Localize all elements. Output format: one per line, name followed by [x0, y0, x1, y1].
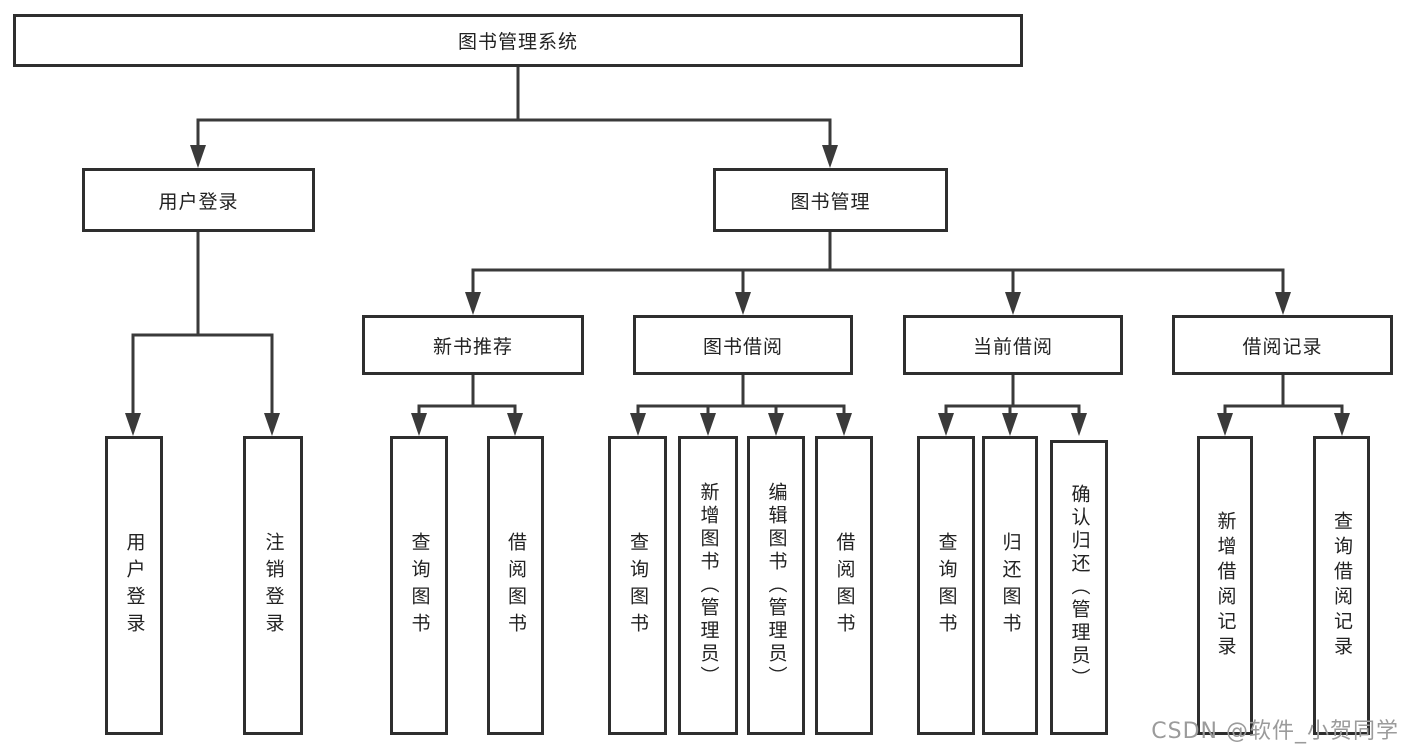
node-user-login: 用户登录	[82, 168, 315, 232]
leaf-add-books-admin: 新增图书（管理员）	[678, 436, 738, 735]
node-book-management: 图书管理	[713, 168, 948, 232]
node-new-book-recommend-label: 新书推荐	[432, 335, 513, 358]
leaf-query-books-2: 查询图书	[608, 436, 667, 735]
leaf-query-books-1: 查询图书	[390, 436, 448, 735]
leaf-user-login: 用户登录	[105, 436, 163, 735]
leaf-query-borrow-record: 查询借阅记录	[1313, 436, 1370, 735]
leaf-logout: 注销登录	[243, 436, 303, 735]
leaf-add-borrow-record: 新增借阅记录	[1197, 436, 1253, 735]
node-root-label: 图书管理系统	[457, 31, 578, 53]
leaf-add-borrow-record-label: 新增借阅记录	[1214, 510, 1237, 661]
node-root: 图书管理系统	[13, 14, 1023, 67]
leaf-query-books-2-label: 查询图书	[627, 531, 649, 640]
leaf-borrow-books-2: 借阅图书	[815, 436, 873, 735]
leaf-user-login-label: 用户登录	[123, 531, 146, 640]
leaf-edit-books-admin-label: 编辑图书（管理员）	[765, 482, 788, 689]
leaf-confirm-return-admin: 确认归还（管理员）	[1050, 440, 1108, 735]
leaf-query-books-3: 查询图书	[917, 436, 975, 735]
node-book-borrowing: 图书借阅	[633, 315, 853, 375]
node-book-borrowing-label: 图书借阅	[702, 335, 783, 358]
leaf-return-books: 归还图书	[982, 436, 1038, 735]
leaf-add-books-admin-label: 新增图书（管理员）	[697, 482, 720, 689]
node-current-borrowing-label: 当前借阅	[972, 335, 1053, 358]
leaf-return-books-label: 归还图书	[999, 531, 1022, 640]
node-user-login-label: 用户登录	[158, 190, 239, 213]
leaf-query-books-1-label: 查询图书	[408, 531, 431, 640]
node-book-management-label: 图书管理	[790, 190, 871, 213]
watermark: CSDN @软件_小贺同学	[1151, 719, 1399, 744]
leaf-edit-books-admin: 编辑图书（管理员）	[747, 436, 805, 735]
node-borrowing-records: 借阅记录	[1172, 315, 1393, 375]
leaf-query-borrow-record-label: 查询借阅记录	[1331, 510, 1353, 661]
leaf-query-books-3-label: 查询图书	[935, 531, 958, 640]
leaf-logout-label: 注销登录	[262, 531, 285, 640]
leaf-borrow-books-1-label: 借阅图书	[505, 531, 527, 640]
node-borrowing-records-label: 借阅记录	[1242, 335, 1323, 358]
leaf-borrow-books-2-label: 借阅图书	[833, 531, 856, 640]
leaf-borrow-books-1: 借阅图书	[487, 436, 544, 735]
node-current-borrowing: 当前借阅	[903, 315, 1123, 375]
leaf-confirm-return-admin-label: 确认归还（管理员）	[1068, 484, 1091, 691]
node-new-book-recommend: 新书推荐	[362, 315, 584, 375]
